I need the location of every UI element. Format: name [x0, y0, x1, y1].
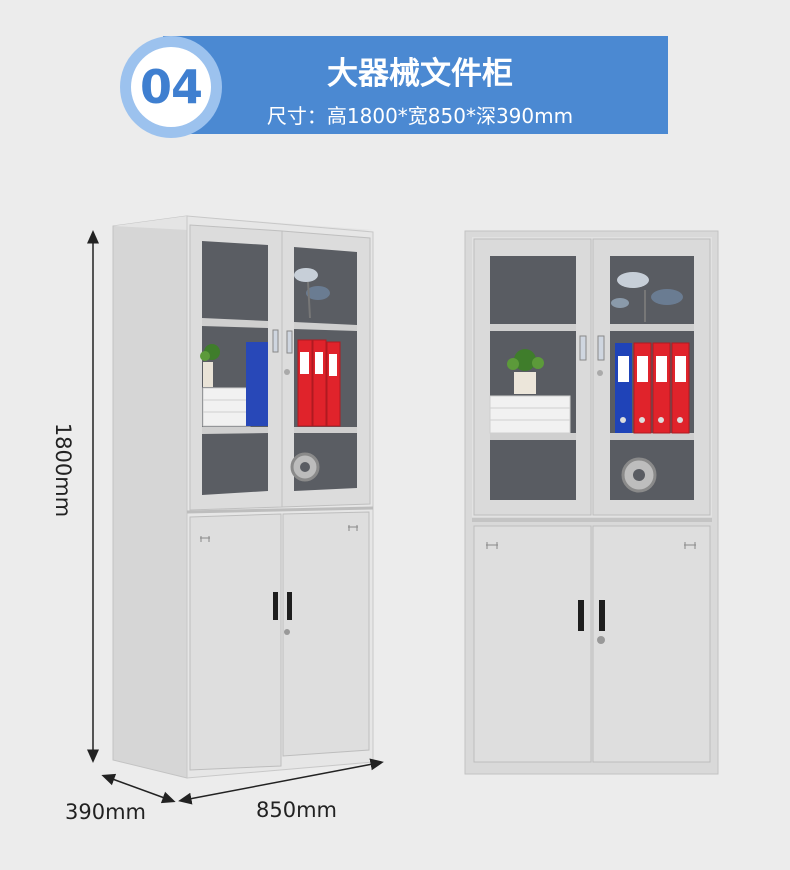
number-badge: 04 [131, 47, 211, 127]
depth-arrow [101, 773, 176, 804]
cabinet-angled-view [112, 215, 374, 779]
height-label: 1800mm [51, 422, 75, 518]
depth-label: 390mm [65, 800, 146, 824]
width-arrow [178, 758, 384, 805]
plant-decor [200, 344, 220, 387]
header-banner [163, 36, 668, 134]
width-label: 850mm [256, 798, 337, 822]
cabinet-front-view [464, 230, 719, 775]
product-title: 大器械文件柜 [327, 56, 513, 92]
size-spec: 尺寸：高1800*宽850*深390mm [266, 104, 574, 128]
